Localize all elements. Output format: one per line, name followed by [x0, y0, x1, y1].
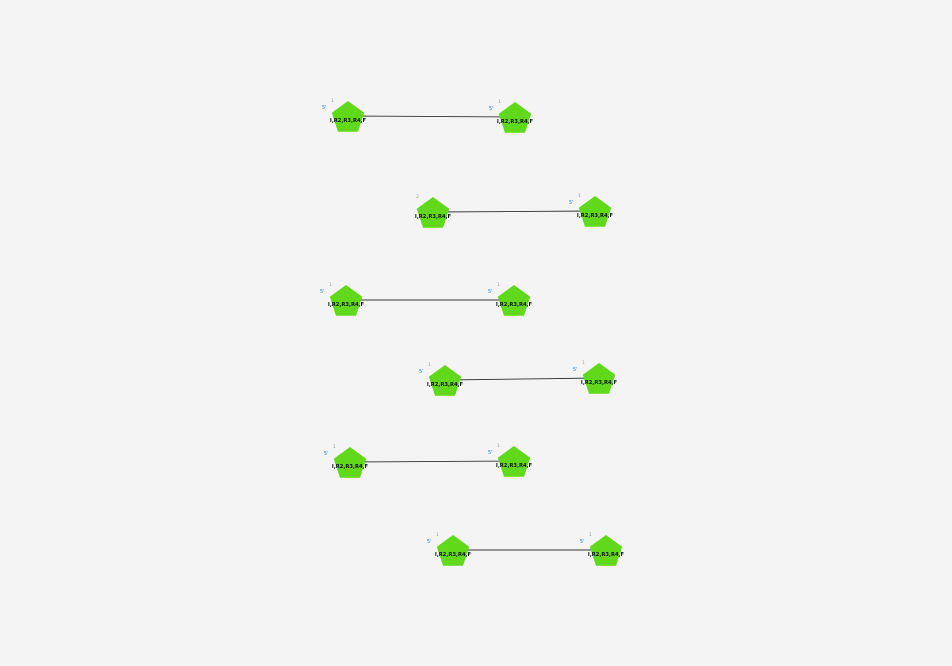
prime-label: 5' [580, 539, 585, 545]
index-label: 1 [578, 193, 581, 199]
pentagon-sugar-icon [578, 196, 612, 227]
prime-label: 5' [488, 289, 493, 295]
node-label: I,R2,R3,R4,F [577, 213, 614, 219]
pentagon-sugar-icon [589, 535, 623, 566]
node-label: I,R2,R3,R4,F [496, 463, 533, 469]
pentagon-sugar-icon [582, 363, 616, 394]
pair-link [349, 460, 515, 463]
nucleotide-node[interactable]: I,R2,R3,R4,F 5' 1 [569, 193, 614, 227]
pentagon-sugar-icon [331, 101, 365, 132]
index-label: 1 [428, 362, 431, 368]
prime-label: 5' [488, 450, 493, 456]
pair-link [444, 377, 600, 381]
prime-label: 5' [419, 369, 424, 375]
nucleotide-node[interactable]: I,R2,R3,R4,F 5' 1 [427, 532, 472, 566]
node-label: I,R2,R3,R4,F [328, 302, 365, 308]
nucleotide-node[interactable]: I,R2,R3,R4,F 2 [415, 194, 452, 228]
nucleotide-node[interactable]: I,R2,R3,R4,F 5' 1 [419, 362, 464, 396]
pentagon-sugar-icon [497, 446, 531, 477]
pentagon-sugar-icon [428, 365, 462, 396]
index-label: 1 [331, 98, 334, 104]
index-label: 2 [416, 194, 419, 200]
index-label: 1 [497, 282, 500, 288]
prime-label: 5' [320, 289, 325, 295]
pentagon-sugar-icon [416, 197, 450, 228]
nucleotide-node[interactable]: I,R2,R3,R4,F 5' 1 [320, 282, 365, 316]
pair-link [432, 210, 596, 213]
index-label: 1 [589, 532, 592, 538]
prime-label: 5' [322, 105, 327, 111]
pentagon-sugar-icon [333, 447, 367, 478]
prime-label: 5' [489, 106, 494, 112]
prime-label: 5' [427, 539, 432, 545]
nucleotide-node[interactable]: I,R2,R3,R4,F 5' 1 [488, 282, 533, 316]
prime-label: 5' [573, 367, 578, 373]
nucleotide-node[interactable]: I,R2,R3,R4,F 5' 1 [489, 99, 534, 133]
prime-label: 5' [569, 200, 574, 206]
node-label: I,R2,R3,R4,F [435, 552, 472, 558]
nucleotide-node[interactable]: I,R2,R3,R4,F 5' 1 [573, 360, 618, 394]
nucleotide-node[interactable]: I,R2,R3,R4,F 5' 1 [580, 532, 625, 566]
node-label: I,R2,R3,R4,F [496, 302, 533, 308]
node-label: I,R2,R3,R4,F [330, 118, 367, 124]
node-label: I,R2,R3,R4,F [427, 382, 464, 388]
nucleotide-node[interactable]: I,R2,R3,R4,F 5' 1 [324, 444, 369, 478]
nucleotide-node[interactable]: I,R2,R3,R4,F 5' 1 [322, 98, 367, 132]
index-label: 1 [582, 360, 585, 366]
pentagon-sugar-icon [498, 102, 532, 133]
prime-label: 5' [324, 451, 329, 457]
pair-link [347, 115, 516, 118]
pentagon-sugar-icon [436, 535, 470, 566]
index-label: 1 [329, 282, 332, 288]
index-label: 1 [498, 99, 501, 105]
index-label: 1 [497, 443, 500, 449]
pentagon-sugar-icon [329, 285, 363, 316]
index-label: 1 [436, 532, 439, 538]
node-label: I,R2,R3,R4,F [415, 214, 452, 220]
node-label: I,R2,R3,R4,F [588, 552, 625, 558]
index-label: 1 [333, 444, 336, 450]
node-label: I,R2,R3,R4,F [332, 464, 369, 470]
pentagon-sugar-icon [497, 285, 531, 316]
nucleotide-node[interactable]: I,R2,R3,R4,F 5' 1 [488, 443, 533, 477]
node-label: I,R2,R3,R4,F [497, 119, 534, 125]
node-label: I,R2,R3,R4,F [581, 380, 618, 386]
